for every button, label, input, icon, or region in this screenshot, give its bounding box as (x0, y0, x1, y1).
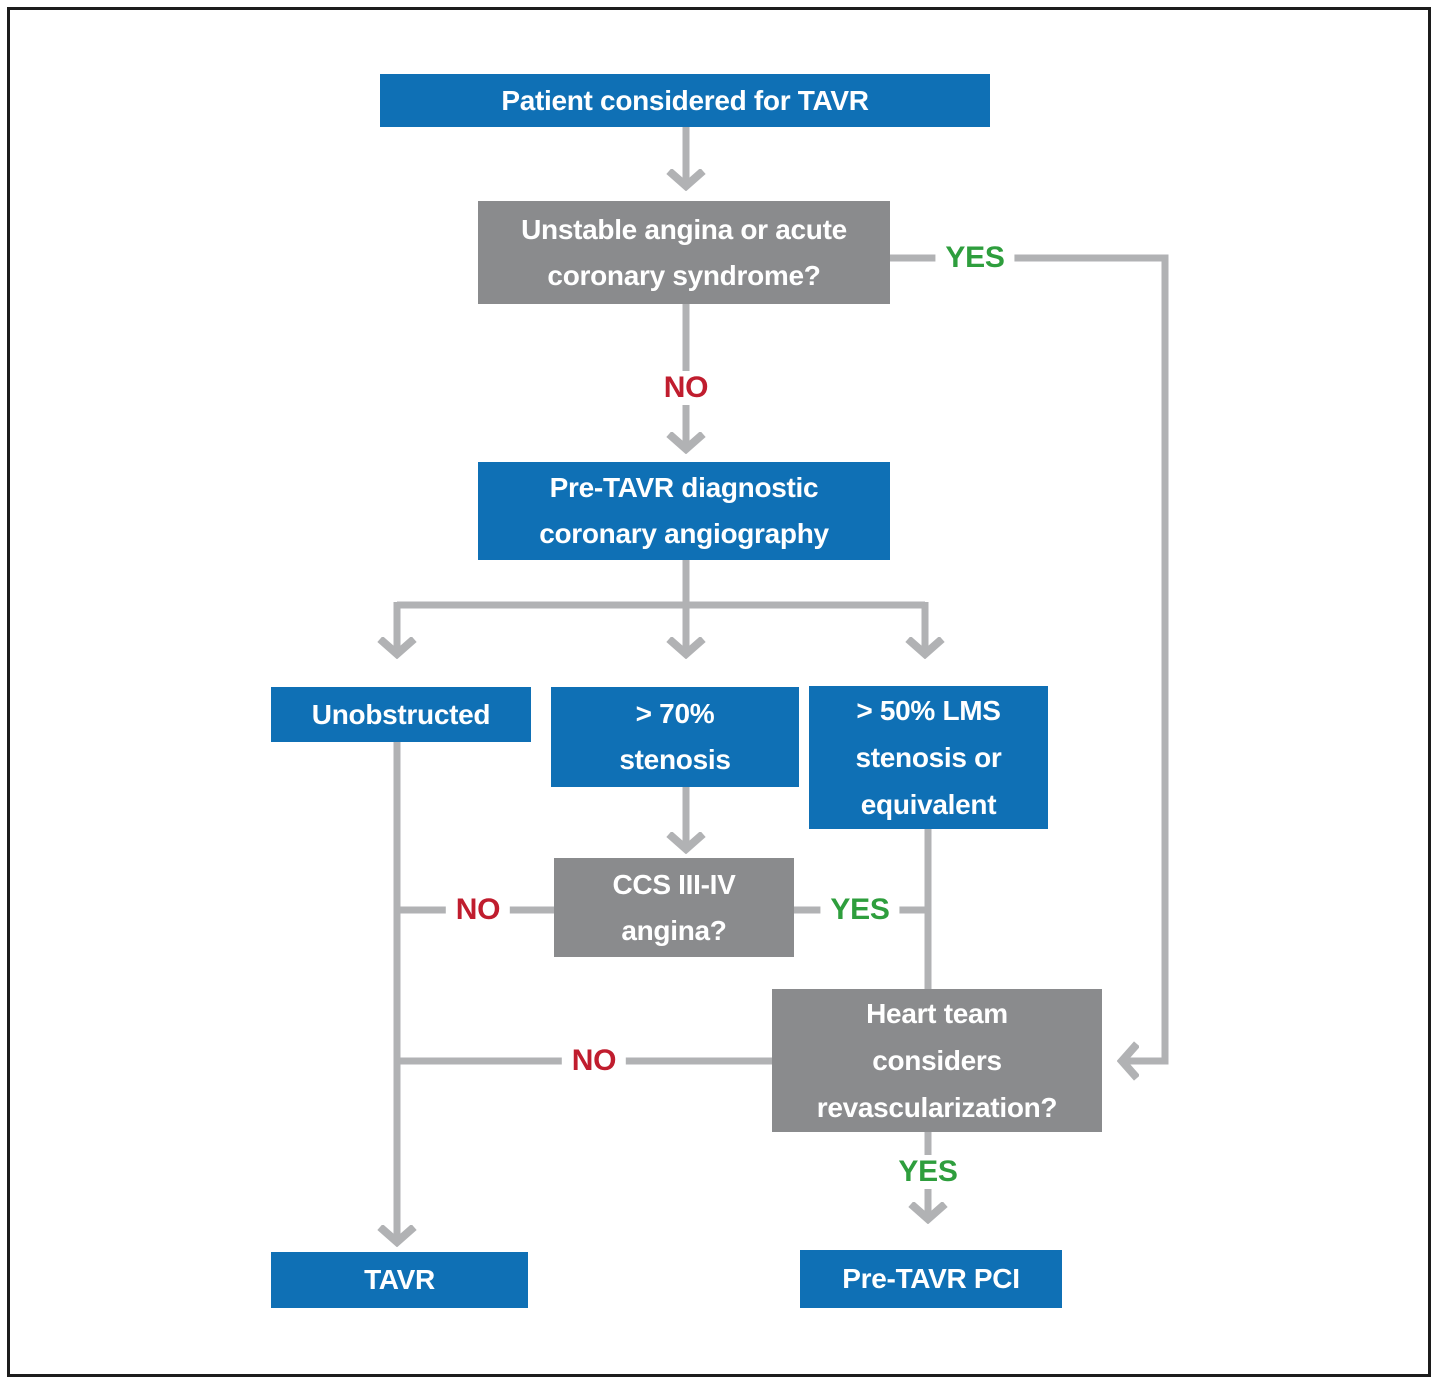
node-pre-tavr-pci: Pre-TAVR PCI (800, 1250, 1062, 1308)
edge-acs-yes-to-heart-team (890, 254, 1169, 1061)
node-pre-tavr-angiography: Pre-TAVR diagnostic coronary angiography (478, 462, 890, 560)
node-stenosis-70: > 70% stenosis (551, 687, 799, 787)
label-heart-no: NO (561, 1044, 627, 1078)
node-heart-team: Heart team considers revascularization? (772, 989, 1102, 1132)
node-patient-considered-for-tavr: Patient considered for TAVR (380, 74, 990, 127)
node-unobstructed: Unobstructed (271, 687, 531, 742)
label-acs-no: NO (653, 371, 719, 405)
label-heart-yes: YES (888, 1155, 968, 1189)
node-ccs-angina: CCS III-IV angina? (554, 858, 794, 957)
node-tavr: TAVR (271, 1252, 528, 1308)
label-ccs-yes: YES (820, 893, 900, 927)
label-ccs-no: NO (445, 893, 511, 927)
node-lms-50: > 50% LMS stenosis or equivalent (809, 686, 1048, 829)
label-acs-yes: YES (935, 241, 1015, 275)
node-unstable-angina-acs: Unstable angina or acute coronary syndro… (478, 201, 890, 304)
